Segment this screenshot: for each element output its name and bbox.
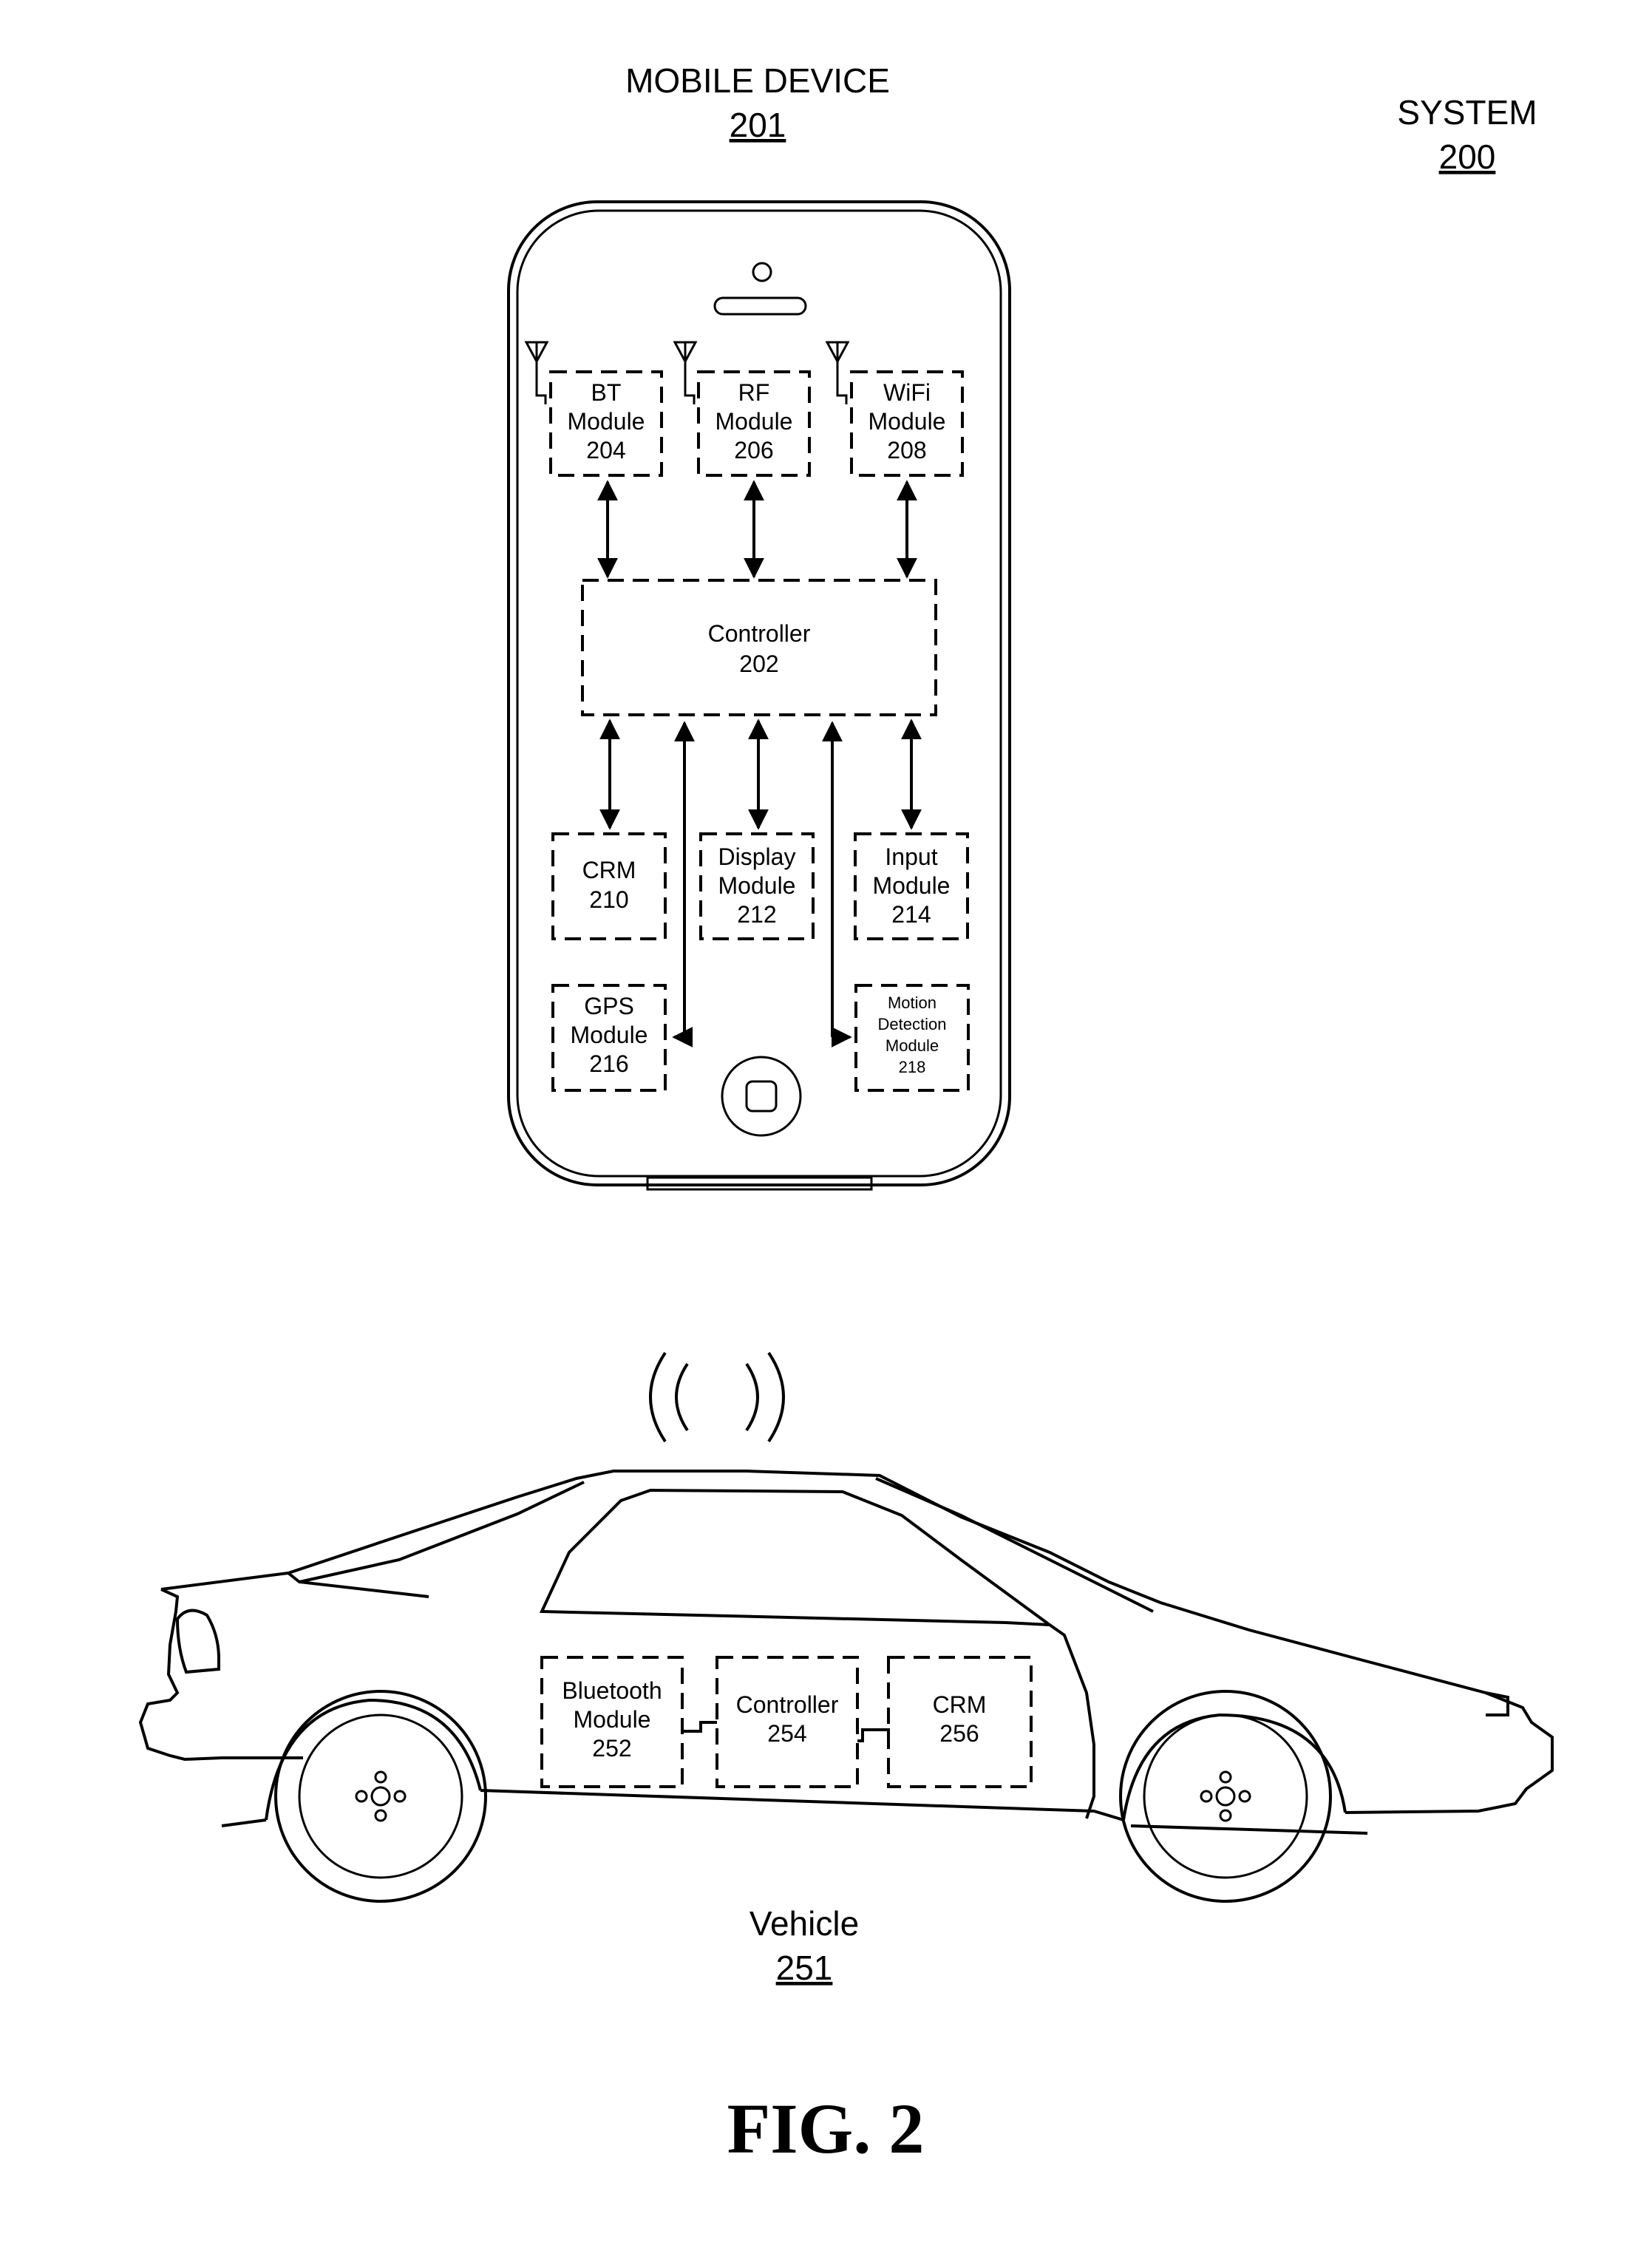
svg-text:208: 208: [887, 437, 926, 463]
svg-text:254: 254: [767, 1720, 806, 1747]
gps-module-216: GPS Module 216: [553, 985, 665, 1090]
rear-wheel-icon: [276, 1691, 486, 1901]
vehicle-number: 251: [776, 1949, 833, 1987]
svg-text:Display: Display: [718, 843, 796, 870]
mobile-device-number: 201: [730, 106, 786, 144]
svg-text:256: 256: [939, 1720, 979, 1747]
svg-text:218: 218: [899, 1058, 926, 1076]
svg-text:210: 210: [589, 886, 628, 913]
motion-detection-module-218: Motion Detection Module 218: [856, 985, 968, 1090]
svg-text:Bluetooth: Bluetooth: [562, 1677, 662, 1704]
svg-text:BT: BT: [591, 379, 622, 406]
svg-text:Module: Module: [718, 872, 796, 899]
svg-text:GPS: GPS: [584, 993, 634, 1019]
svg-text:WiFi: WiFi: [883, 379, 931, 406]
svg-text:RF: RF: [738, 379, 770, 406]
svg-text:216: 216: [589, 1050, 628, 1077]
svg-text:Module: Module: [715, 408, 793, 435]
controller-254: Controller 254: [717, 1657, 857, 1787]
svg-text:212: 212: [737, 901, 776, 928]
svg-text:202: 202: [739, 651, 778, 677]
svg-text:Module: Module: [568, 408, 645, 435]
wifi-module-208: WiFi Module 208: [852, 372, 962, 475]
car-outline: [140, 1471, 1552, 1833]
svg-text:Module: Module: [886, 1036, 939, 1055]
svg-text:Controller: Controller: [708, 620, 811, 647]
antenna-icon: [827, 342, 848, 404]
home-button-icon: [722, 1057, 800, 1135]
vehicle-title: Vehicle: [749, 1904, 859, 1943]
bus-connector: [682, 1722, 717, 1731]
system-title: SYSTEM: [1397, 93, 1537, 132]
svg-text:Module: Module: [574, 1706, 651, 1733]
input-module-214: Input Module 214: [855, 834, 968, 939]
display-module-212: Display Module 212: [701, 834, 813, 939]
svg-text:Detection: Detection: [878, 1015, 947, 1033]
svg-text:Controller: Controller: [736, 1691, 839, 1718]
svg-text:Input: Input: [885, 843, 937, 870]
system-number: 200: [1439, 137, 1496, 176]
svg-text:CRM: CRM: [933, 1691, 987, 1718]
svg-text:206: 206: [734, 437, 773, 463]
bluetooth-module-252: Bluetooth Module 252: [542, 1657, 682, 1787]
svg-text:252: 252: [592, 1735, 631, 1762]
camera-icon: [753, 263, 771, 281]
crm-210: CRM 210: [553, 834, 665, 939]
svg-text:CRM: CRM: [582, 857, 636, 883]
rf-module-206: RF Module 206: [698, 372, 809, 475]
svg-text:Module: Module: [571, 1022, 648, 1048]
figure-label: FIG. 2: [727, 2089, 925, 2168]
antenna-icon: [526, 342, 547, 404]
svg-text:Module: Module: [873, 872, 951, 899]
bus-connector: [857, 1730, 888, 1741]
wireless-signal-icon: [650, 1353, 783, 1441]
antenna-icon: [675, 342, 696, 404]
front-wheel-icon: [1121, 1691, 1330, 1901]
controller-202: Controller 202: [582, 580, 936, 715]
svg-text:214: 214: [891, 901, 931, 928]
crm-256: CRM 256: [888, 1657, 1031, 1787]
speaker-grille: [715, 298, 806, 314]
svg-text:Motion: Motion: [888, 994, 937, 1012]
svg-text:204: 204: [586, 437, 625, 463]
mobile-device-title: MOBILE DEVICE: [625, 61, 890, 100]
svg-text:Module: Module: [869, 408, 946, 435]
bt-module-204: BT Module 204: [551, 372, 662, 475]
